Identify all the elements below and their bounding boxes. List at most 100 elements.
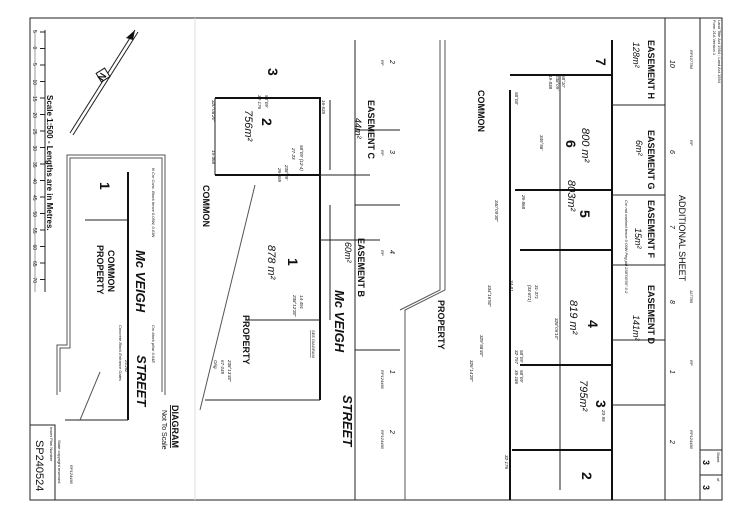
lot-number: 7 bbox=[593, 58, 609, 66]
easement-area: 15m² bbox=[633, 228, 643, 250]
adjoining-lot: 2 bbox=[388, 429, 395, 434]
lot-number: 5 bbox=[577, 210, 593, 218]
bearing-label: 23·55 bbox=[601, 409, 606, 422]
adjoining-lot: 4 bbox=[388, 250, 395, 254]
lot-number: 2 bbox=[259, 118, 275, 126]
adjoining-ref: RP bbox=[689, 360, 694, 366]
easement-label: EASEMENT G bbox=[646, 130, 656, 190]
scale-tick-label: 25 bbox=[31, 129, 37, 135]
bearing-label: 58°09' bbox=[519, 370, 524, 383]
sheet-total: 3 bbox=[701, 485, 711, 490]
easement-area: 141m² bbox=[631, 315, 641, 342]
bearing-label: 31·371 bbox=[534, 285, 539, 300]
bearing-label: 238°12'30" bbox=[292, 294, 297, 317]
form-version: Form 21A Version 1 bbox=[712, 20, 717, 56]
lot-area: 878 m² bbox=[265, 245, 277, 280]
scale-tick-label: 35 bbox=[31, 162, 37, 168]
plan-number: SP240524 bbox=[33, 440, 45, 491]
see-diagram-note: SEE DIAGRAM bbox=[311, 330, 316, 358]
bearing-label: 320°08'20" bbox=[211, 100, 216, 122]
sheet-of-label: of bbox=[716, 478, 721, 482]
right-property-label: PROPERTY bbox=[436, 300, 446, 350]
bearing-label: 58°10' bbox=[561, 75, 566, 88]
scale-tick-label: 50 bbox=[31, 212, 37, 218]
lot-area: 756m² bbox=[242, 110, 254, 142]
bearing-label: 35·186 bbox=[514, 370, 519, 385]
easement-label: EASEMENT D bbox=[646, 285, 656, 345]
adjoining-ref: RP124490 bbox=[380, 430, 385, 450]
scale-tick-label: 20 bbox=[31, 113, 37, 119]
adjoining-lot: 2 bbox=[388, 59, 395, 64]
diagram-lot-number: 1 bbox=[97, 182, 113, 190]
diagram-street-type: STREET bbox=[134, 355, 149, 407]
copyright-notice: State copyright reserved bbox=[57, 440, 62, 483]
scale-tick-label: 30 bbox=[31, 146, 37, 152]
scale-tick-label: 10 bbox=[31, 80, 37, 86]
easement-area: 60m² bbox=[343, 242, 353, 264]
diagram-distance: 23.292 bbox=[124, 359, 129, 373]
diagram-note: Cnr block pillar 0.04E bbox=[151, 325, 156, 363]
right-plan-boundaries bbox=[399, 18, 701, 500]
adjoining-lot: 6 bbox=[668, 150, 675, 154]
bearing-label: 19·838 bbox=[548, 75, 553, 90]
bearing-label: 26·868 bbox=[521, 194, 526, 210]
left-property-label: PROPERTY bbox=[241, 315, 251, 365]
adjoining-lot: 3 bbox=[388, 150, 395, 154]
lot-area: 795m² bbox=[577, 380, 589, 412]
adjoining-lot: 7 bbox=[668, 225, 675, 230]
left-street-name: Mc VEIGH bbox=[332, 290, 347, 353]
bearing-label: 58°08' bbox=[514, 92, 519, 105]
bearing-label: 67·049 bbox=[220, 360, 225, 375]
bearing-label: 328°05'10" bbox=[554, 318, 559, 340]
bearing-label: 14·491 bbox=[299, 295, 304, 310]
easement-label: EASEMENT B bbox=[356, 238, 366, 298]
scale-tick-label: 55 bbox=[31, 228, 37, 234]
lot-number: 1 bbox=[285, 258, 301, 266]
scale-tick-label: 70 bbox=[31, 278, 37, 284]
scale-bar bbox=[34, 30, 46, 292]
sheet-number: 3 bbox=[701, 460, 711, 465]
plan-number-label: Insert Plan Number bbox=[49, 427, 54, 462]
adjoining-ref: RP124490 bbox=[380, 370, 385, 390]
scale-tick-label: 45 bbox=[31, 195, 37, 201]
bearing-label: 345°58' bbox=[539, 135, 544, 150]
adjoining-lot: 1 bbox=[668, 370, 675, 374]
bearing-label: 238°13'40" bbox=[227, 359, 232, 382]
left-common-label: COMMON bbox=[201, 185, 211, 227]
scale-tick-label: 60 bbox=[31, 245, 37, 251]
bearing-label: 34·81 bbox=[509, 280, 514, 292]
diagram-outline bbox=[56, 154, 166, 421]
bearing-label: Orig. bbox=[213, 360, 218, 370]
adjoining-lot: 1 bbox=[388, 370, 395, 374]
left-street-type: STREET bbox=[340, 395, 355, 447]
bearing-label: 238°09' bbox=[284, 164, 289, 180]
sheet-border bbox=[29, 17, 723, 501]
bearing-label: 334°16'50" bbox=[487, 285, 492, 307]
adjoining-ref: RP124490 bbox=[689, 430, 694, 450]
scale-tick-label: 15 bbox=[31, 96, 37, 102]
bearing-label: 329°58'40" bbox=[479, 335, 484, 357]
easement-label: EASEMENT F bbox=[646, 200, 656, 259]
adjoining-lot: 10 bbox=[668, 60, 675, 68]
diagram-note: Concrete Block Entrance Gates bbox=[118, 325, 123, 381]
lot-area: 800 m² bbox=[579, 128, 591, 163]
adjoining-ref: RP bbox=[380, 150, 385, 156]
bearing-label: 58°09' bbox=[264, 95, 269, 108]
bearing-label: 27·23 bbox=[291, 147, 296, 160]
plan-number-box bbox=[29, 424, 56, 501]
scale-tick-label: 40 bbox=[31, 179, 37, 185]
bearing-label: 326°14'20" bbox=[469, 360, 474, 382]
right-common-label: COMMON bbox=[476, 90, 486, 132]
adjoining-ref: RP107784 bbox=[689, 50, 694, 70]
lot-number: 3 bbox=[265, 68, 281, 76]
bearing-label: 58°09' bbox=[519, 350, 524, 363]
diagram-title: DIAGRAM bbox=[170, 405, 180, 448]
easement-area: 6m² bbox=[634, 140, 644, 157]
diagram-ref: RP124490 bbox=[69, 465, 74, 485]
bearing-label: 26·559 bbox=[277, 167, 282, 183]
lot-number: 4 bbox=[585, 320, 601, 328]
adjoining-ref: RP bbox=[380, 60, 385, 66]
adjoining-lot: 8 bbox=[668, 300, 675, 304]
bearing-label: 32·176 bbox=[504, 455, 509, 470]
bearing-label: (33·871) bbox=[527, 285, 532, 303]
